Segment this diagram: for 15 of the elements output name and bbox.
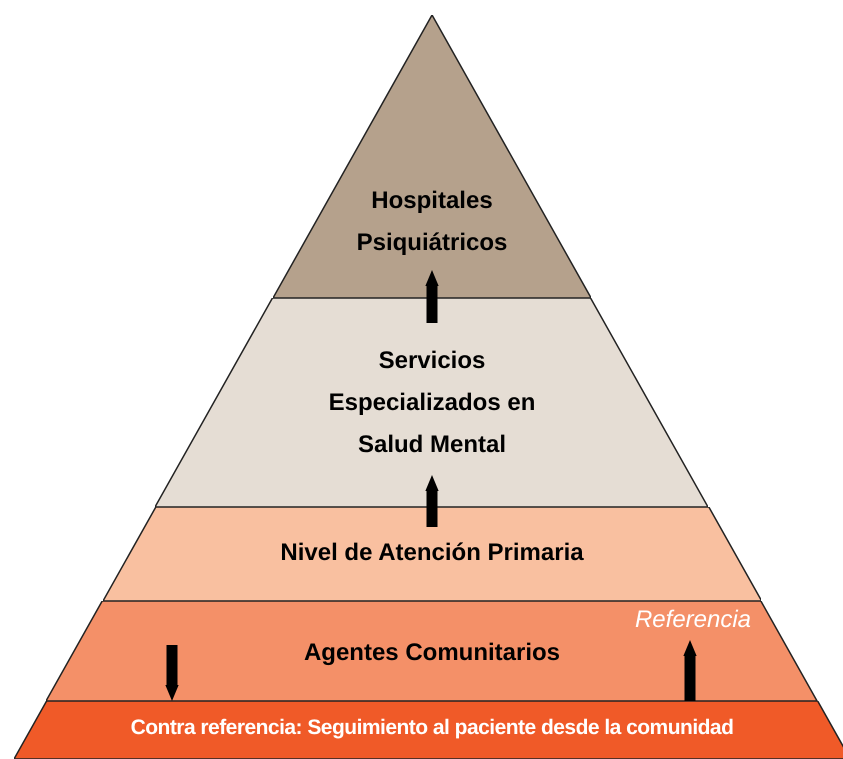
pyramid-tier [46,601,818,701]
tier-label: Nivel de Atención Primaria [280,538,584,568]
pyramid-tier [102,507,762,601]
edge-label: Referencia [634,606,752,634]
tier-label: Agentes Comunitarios [304,638,560,668]
pyramid-tier [14,701,843,759]
tier-label: Servicios Especializados en Salud Mental [328,346,536,460]
pyramid-tier [272,15,592,298]
block-arrow [425,270,439,323]
tier-label: Hospitales Psiquiátricos [356,186,508,258]
pyramid-tier [155,298,708,507]
block-arrow [683,640,697,701]
block-arrow [165,645,179,701]
block-arrow [425,475,439,527]
tier-label: Contra referencia: Seguimiento al paciente desde la comunidad [130,715,734,741]
